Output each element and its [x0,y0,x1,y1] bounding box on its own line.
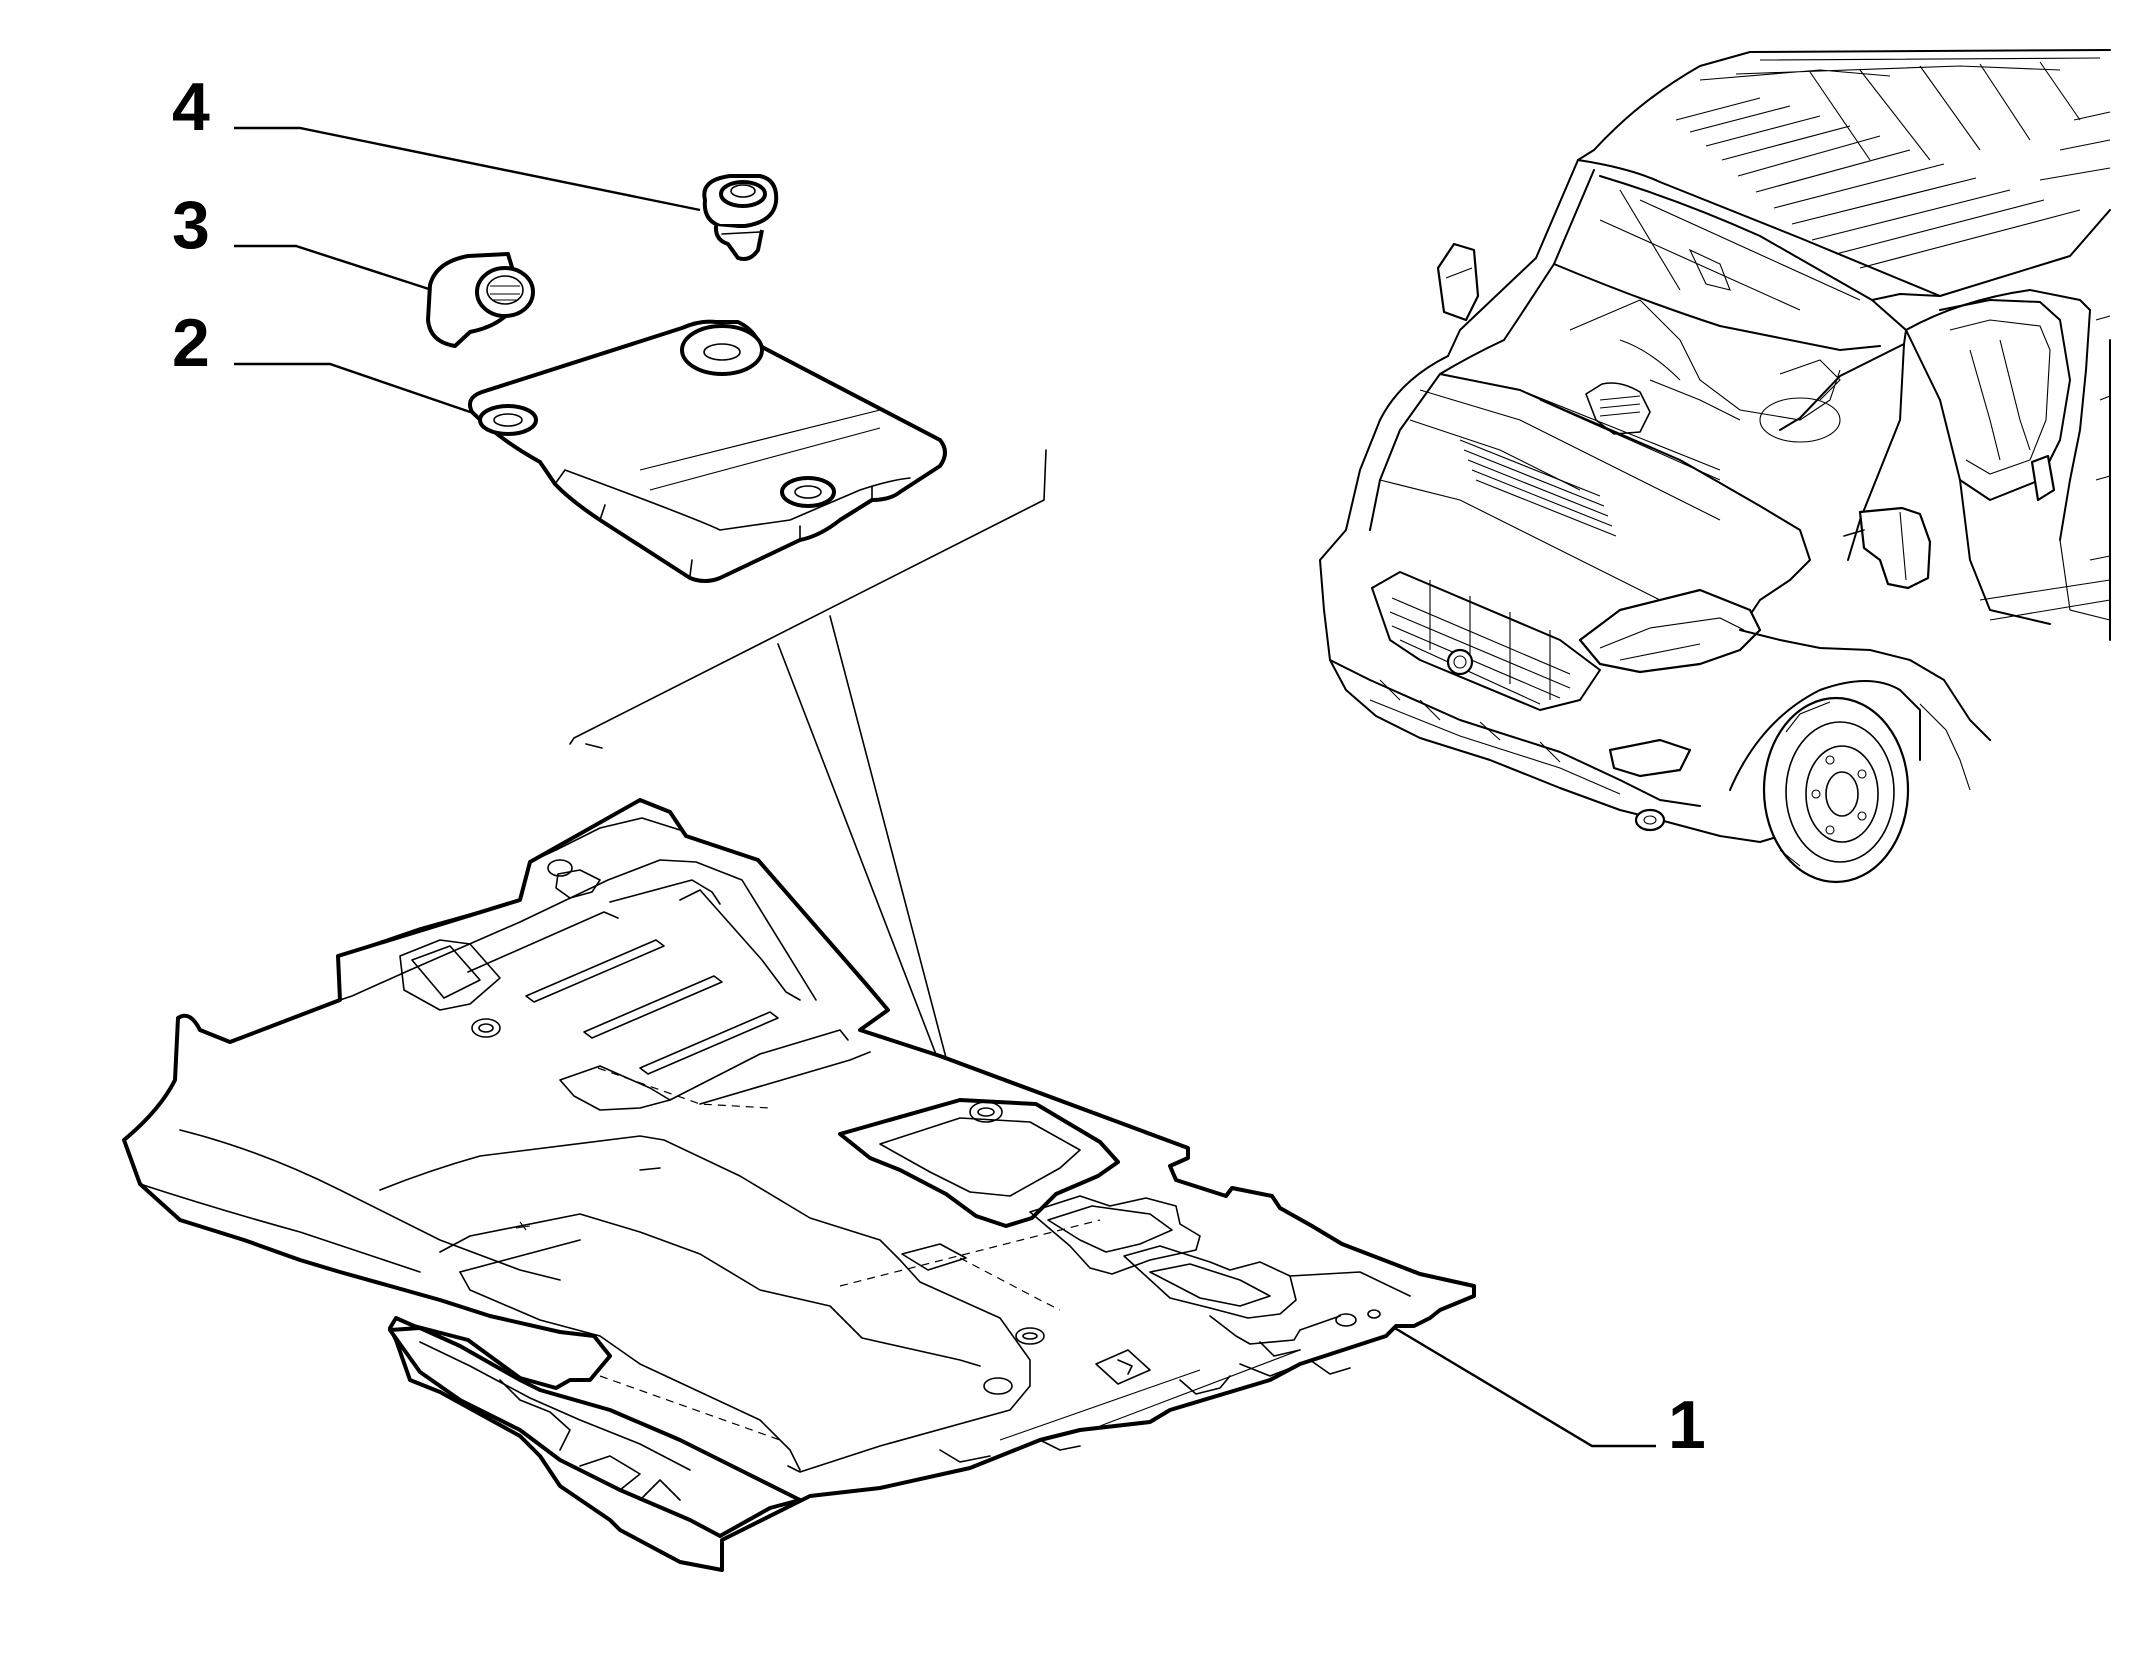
part-3-grommet [426,252,535,348]
leader-line-3 [234,244,433,292]
part-4-clip [702,174,779,261]
callout-label-3: 3 [172,187,210,263]
callout-label-4: 4 [172,69,210,145]
leader-line-2 [234,362,477,416]
callout-label-1: 1 [1668,1387,1706,1463]
part-1-floor-mat [122,798,1476,1572]
part-2-cover-plate [468,319,947,583]
vehicle-locator-illustration [1319,49,2111,884]
callout-label-2: 2 [172,305,210,381]
leader-line-4 [234,126,701,212]
leader-line-1 [1377,1316,1656,1448]
